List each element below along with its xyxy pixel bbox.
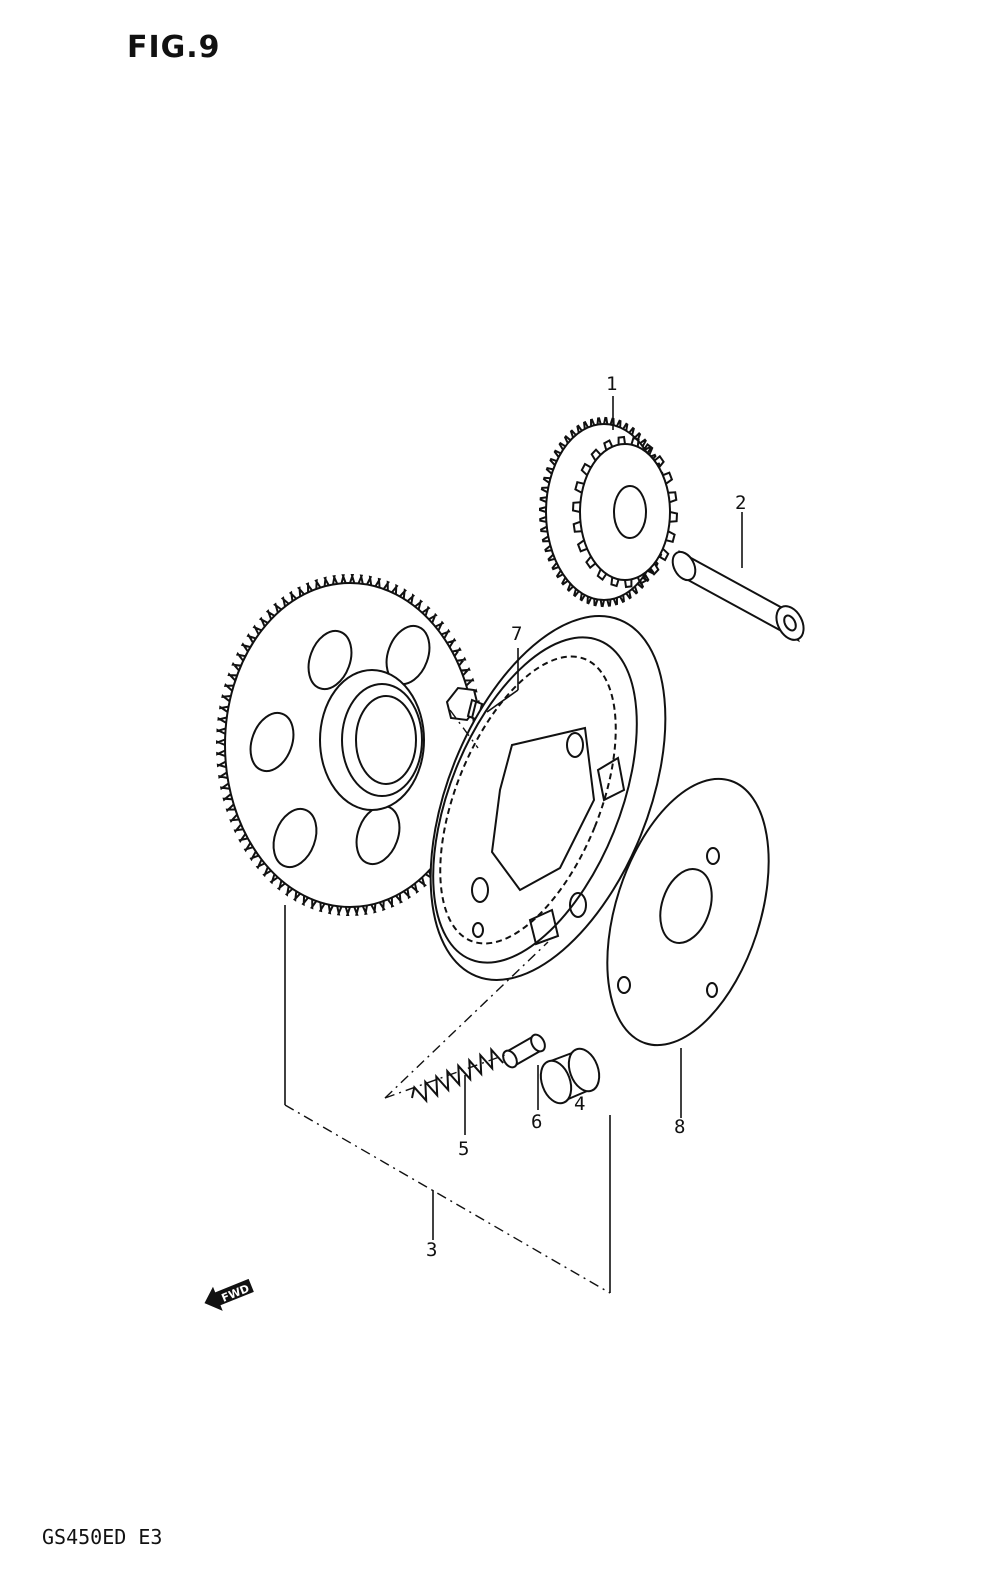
callout-5: 5: [458, 1138, 469, 1160]
gear-teeth: [571, 435, 679, 589]
callout-8: 8: [674, 1116, 685, 1138]
leader-lines: [284, 396, 743, 1293]
part-6-pin: [502, 1033, 546, 1069]
figure-title: FIG.9: [127, 30, 221, 65]
callout-1: 1: [606, 373, 617, 395]
callout-3: 3: [426, 1239, 437, 1261]
part-4-roller: [539, 1047, 601, 1105]
callout-6: 6: [531, 1111, 542, 1133]
part-2-shaft: [671, 549, 805, 643]
fwd-label: FWD: [220, 1282, 252, 1305]
callout-2: 2: [735, 492, 746, 514]
part-1-idle-gear: [539, 416, 679, 608]
part-3-starter-clutch-body: [429, 615, 667, 981]
fwd-arrow-icon: FWD: [204, 1278, 254, 1311]
callout-4: 4: [574, 1093, 585, 1115]
idle-gear-small: [579, 443, 671, 581]
part-8-plate: [606, 777, 770, 1047]
assembly-guide-lines: [284, 709, 611, 1294]
callout-7: 7: [511, 623, 522, 645]
model-code: GS450ED E3: [42, 1525, 163, 1549]
part-5-spring: [411, 1046, 504, 1104]
idle-gear-bore: [613, 485, 647, 539]
callout-numbers: 1 2 3 4 5 6 7 8: [426, 373, 746, 1261]
